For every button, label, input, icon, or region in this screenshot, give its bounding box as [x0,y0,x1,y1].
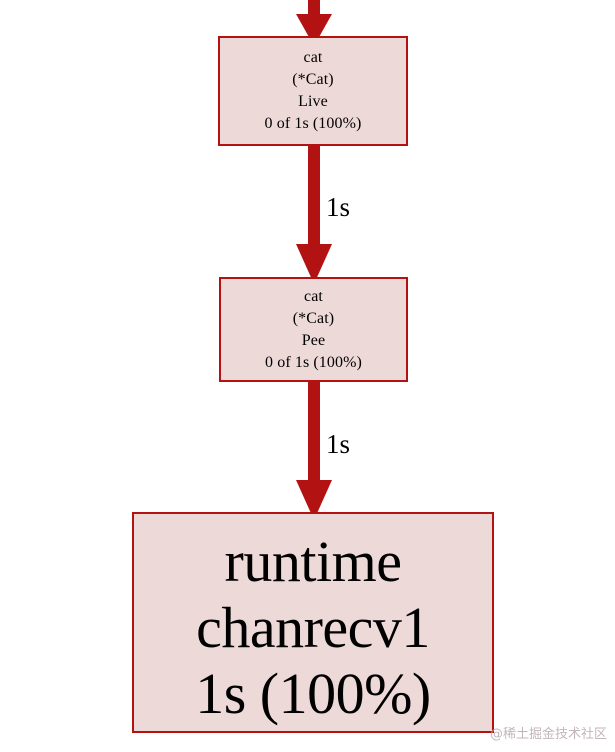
node-line-package: runtime [224,528,402,594]
node-line-receiver: (*Cat) [292,309,335,327]
node-cat-pee[interactable]: cat (*Cat) Pee 0 of 1s (100%) [219,277,408,382]
node-line-stat: 0 of 1s (100%) [265,353,362,371]
arrow-down-icon [296,144,332,284]
edge-label-pee-to-chanrecv1: 1s [326,429,351,459]
node-line-receiver: (*Cat) [292,71,334,88]
node-line-package: cat [303,49,323,66]
node-line-package: cat [304,287,323,305]
node-line-function: chanrecv1 [196,594,430,660]
edge-pee-to-chanrecv1[interactable] [295,380,333,520]
node-line-stat: 1s (100%) [195,660,431,726]
node-line-function: Pee [301,331,326,349]
node-line-stat: 0 of 1s (100%) [264,115,362,132]
watermark: @稀土掘金技术社区 [489,727,607,742]
node-line-function: Live [298,93,328,110]
edge-label-live-to-pee: 1s [326,192,351,222]
edge-into-cat-live[interactable] [295,0,333,46]
arrow-down-icon [296,0,332,46]
edge-live-to-pee[interactable] [295,144,333,284]
arrow-down-icon [296,380,332,520]
node-cat-live[interactable]: cat (*Cat) Live 0 of 1s (100%) [218,36,408,146]
node-runtime-chanrecv1[interactable]: runtime chanrecv1 1s (100%) [132,512,494,733]
